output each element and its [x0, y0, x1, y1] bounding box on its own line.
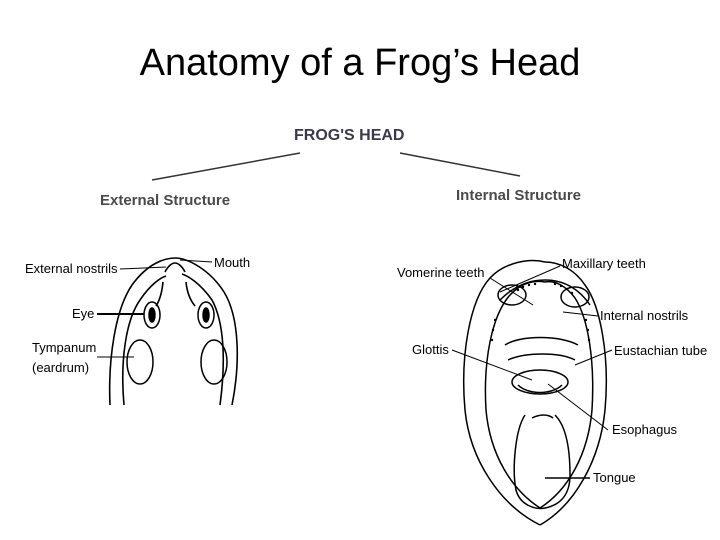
eye-left — [143, 301, 161, 329]
maxillary-teeth-drawing — [490, 282, 591, 342]
slide-title: Anatomy of a Frog’s Head — [139, 42, 581, 84]
tongue-outline — [513, 414, 571, 510]
label-tongue: Tongue — [593, 470, 636, 485]
main-heading: FROG'S HEAD — [294, 127, 404, 144]
external-head-drawing — [108, 257, 238, 406]
label-eustachian-tube: Eustachian tube — [614, 343, 707, 358]
label-external-nostrils: External nostrils — [25, 261, 118, 276]
lower-jaw-outline — [462, 259, 546, 526]
label-vomerine-teeth: Vomerine teeth — [397, 265, 484, 280]
label-eye: Eye — [72, 306, 94, 321]
eye-right — [197, 301, 215, 329]
palate-outline — [484, 280, 546, 509]
label-internal-nostrils: Internal nostrils — [600, 308, 689, 323]
internal-mouth-drawing — [462, 259, 608, 526]
external-head-inner — [121, 275, 167, 406]
external-heading: External Structure — [100, 192, 230, 209]
leader-esophagus — [547, 383, 609, 431]
tympanum-left — [126, 339, 154, 385]
internal-heading: Internal Structure — [456, 187, 581, 204]
leader-internal-nostrils — [562, 311, 599, 317]
branch-line-left — [151, 152, 301, 181]
external-head-outline — [108, 257, 238, 406]
leader-maxillary-teeth — [499, 265, 561, 293]
label-tympanum: Tympanum — [32, 340, 96, 355]
label-esophagus: Esophagus — [612, 422, 678, 437]
external-snout — [164, 262, 186, 273]
leader-external-nostrils — [119, 266, 167, 270]
label-glottis: Glottis — [412, 342, 449, 357]
leader-glottis — [451, 349, 533, 381]
label-maxillary-teeth: Maxillary teeth — [562, 256, 646, 271]
leader-eustachian-tube — [574, 349, 613, 366]
label-eardrum: (eardrum) — [32, 360, 89, 375]
tympanum-right — [200, 339, 228, 385]
label-mouth: Mouth — [214, 255, 250, 270]
leader-vomerine-teeth — [489, 277, 534, 306]
leader-mouth — [179, 259, 213, 263]
branch-line-right — [399, 152, 521, 177]
